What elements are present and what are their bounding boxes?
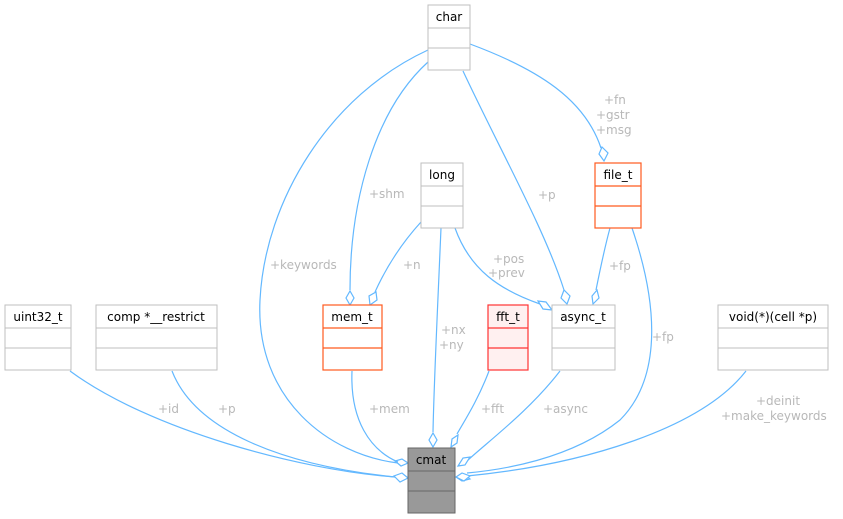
node-long-title: long <box>429 168 455 182</box>
edge-comp-cmat <box>171 370 396 478</box>
label-p-async: +p <box>538 188 556 202</box>
label-shm: +shm <box>369 187 405 201</box>
edge-char-async <box>462 70 565 291</box>
label-gstr: +gstr <box>596 108 630 122</box>
edge-file-cmat <box>466 227 653 474</box>
edge-uint32-cmat-diamond <box>392 472 410 483</box>
edge-long-mem-diamond <box>368 291 378 307</box>
node-uint32-t[interactable]: uint32_t <box>4 304 72 371</box>
edge-mem-cmat <box>351 370 399 463</box>
node-fft-t-title: fft_t <box>496 310 520 324</box>
edge-char-file-diamond <box>598 145 609 163</box>
node-file-t-title: file_t <box>604 168 633 182</box>
edge-file-async-diamond <box>591 288 600 306</box>
label-pos: +pos <box>493 252 524 266</box>
edge-voidfn-cmat-diamond <box>454 472 472 482</box>
node-cmat-title: cmat <box>416 453 447 467</box>
label-n: +n <box>403 258 421 272</box>
edge-char-cmat-diamond <box>393 458 410 467</box>
label-async: +async <box>543 402 588 416</box>
edge-char-async-diamond <box>560 288 571 306</box>
edge-long-mem <box>374 221 422 293</box>
label-ny: +ny <box>439 338 464 352</box>
edge-labels: +keywords +shm +fn +gstr +msg +p +n +nx … <box>158 93 827 423</box>
node-uint32-t-title: uint32_t <box>13 310 63 324</box>
node-cmat[interactable]: cmat <box>407 447 456 514</box>
node-file-t[interactable]: file_t <box>594 162 642 229</box>
edge-fft-cmat-diamond <box>450 433 459 449</box>
node-long[interactable]: long <box>420 162 464 229</box>
node-comp-restrict-title: comp *__restrict <box>107 310 205 324</box>
node-mem-t-title: mem_t <box>331 310 373 324</box>
label-fp-async: +fp <box>609 259 631 273</box>
edge-long-async-diamond <box>536 300 554 311</box>
node-async-t[interactable]: async_t <box>551 304 616 371</box>
edge-long-cmat-diamond <box>428 431 438 449</box>
edge-voidfn-cmat <box>466 370 747 477</box>
edges <box>69 43 747 483</box>
node-comp-restrict[interactable]: comp *__restrict <box>95 304 218 371</box>
edge-async-cmat <box>467 370 561 461</box>
label-deinit: +deinit <box>756 394 800 408</box>
node-char-title: char <box>436 10 463 24</box>
edge-long-async <box>454 227 541 305</box>
node-void-fn-ptr-title: void(*)(cell *p) <box>729 310 817 324</box>
label-make-keywords: +make_keywords <box>721 409 827 423</box>
label-msg: +msg <box>596 123 632 137</box>
label-nx: +nx <box>441 323 466 337</box>
label-id: +id <box>158 402 179 416</box>
edge-char-mem-diamond <box>345 289 355 307</box>
edge-fft-cmat <box>456 370 490 435</box>
node-mem-t[interactable]: mem_t <box>322 304 383 371</box>
edge-long-cmat <box>432 227 442 433</box>
label-keywords: +keywords <box>270 258 337 272</box>
label-mem: +mem <box>369 402 410 416</box>
node-async-t-title: async_t <box>560 310 606 324</box>
node-fft-t[interactable]: fft_t <box>487 304 529 371</box>
node-char[interactable]: char <box>427 4 471 71</box>
label-p-comp: +p <box>218 402 236 416</box>
edge-async-cmat-diamond <box>456 456 472 467</box>
edge-uint32-cmat <box>69 370 396 478</box>
edge-file-async <box>595 227 611 291</box>
label-fp-cmat: +fp <box>652 330 674 344</box>
label-fn: +fn <box>604 93 626 107</box>
label-fft: +fft <box>481 402 504 416</box>
node-void-fn-ptr[interactable]: void(*)(cell *p) <box>717 304 829 371</box>
edge-char-cmat <box>259 49 429 464</box>
label-prev: +prev <box>488 266 525 280</box>
edge-char-file <box>469 43 602 149</box>
edge-char-mem <box>349 61 429 291</box>
